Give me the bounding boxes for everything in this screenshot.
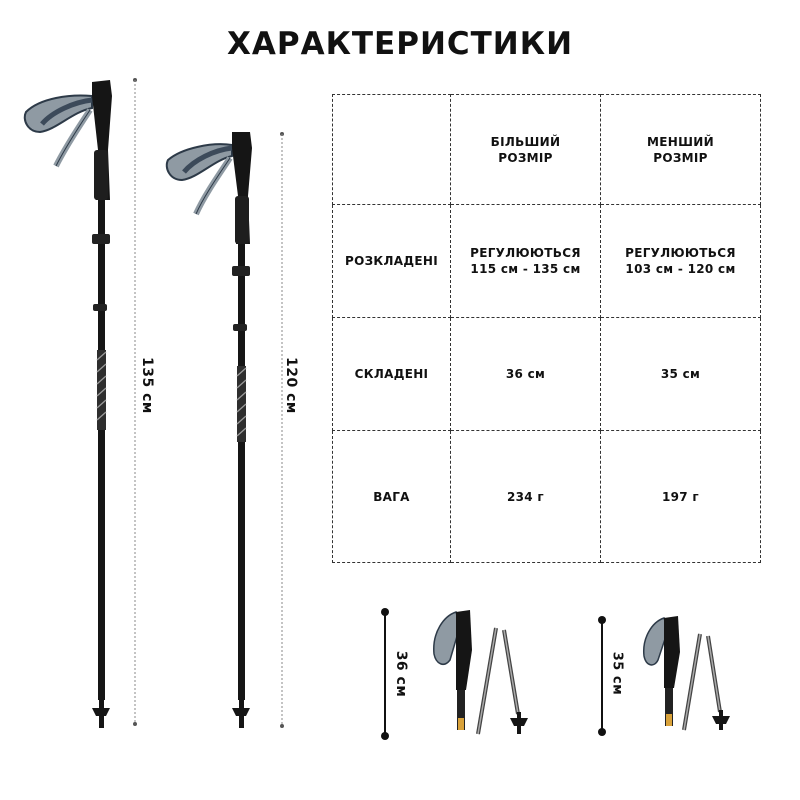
large-folded-pole xyxy=(381,608,528,740)
folded-large-value: 36 см xyxy=(450,317,601,431)
large-pole-measure xyxy=(133,78,137,726)
row-label-weight: ВАГА xyxy=(332,430,451,563)
small-folded-length-label: 35 см xyxy=(609,651,625,696)
table-row: РОЗКЛАДЕНІ РЕГУЛЮЮТЬСЯ 115 см - 135 см Р… xyxy=(332,204,761,318)
unfolded-small-value: РЕГУЛЮЮТЬСЯ 103 см - 120 см xyxy=(600,204,761,318)
small-folded-pole xyxy=(598,616,730,736)
table-row: СКЛАДЕНІ 36 см 35 см xyxy=(332,317,761,431)
unfolded-large-value: РЕГУЛЮЮТЬСЯ 115 см - 135 см xyxy=(450,204,601,318)
small-pole-measure xyxy=(280,132,284,728)
large-pole xyxy=(23,80,112,728)
row-label-unfolded: РОЗКЛАДЕНІ xyxy=(332,204,451,318)
large-folded-length-label: 36 см xyxy=(393,650,409,698)
folded-small-value: 35 см xyxy=(600,317,761,431)
weight-small-value: 197 г xyxy=(600,430,761,563)
spec-table: БІЛЬШИЙ РОЗМІР МЕНШИЙ РОЗМІР РОЗКЛАДЕНІ … xyxy=(332,94,761,563)
row-label-folded: СКЛАДЕНІ xyxy=(332,317,451,431)
header-small-size: МЕНШИЙ РОЗМІР xyxy=(600,94,761,205)
table-corner-cell xyxy=(332,94,451,205)
page-title: ХАРАКТЕРИСТИКИ xyxy=(226,26,574,62)
table-header-row: БІЛЬШИЙ РОЗМІР МЕНШИЙ РОЗМІР xyxy=(332,94,761,205)
small-pole-length-label: 120 см xyxy=(283,357,299,414)
table-row: ВАГА 234 г 197 г xyxy=(332,430,761,563)
large-pole-length-label: 135 см xyxy=(139,357,155,414)
small-pole xyxy=(165,132,252,728)
header-large-size: БІЛЬШИЙ РОЗМІР xyxy=(450,94,601,205)
weight-large-value: 234 г xyxy=(450,430,601,563)
